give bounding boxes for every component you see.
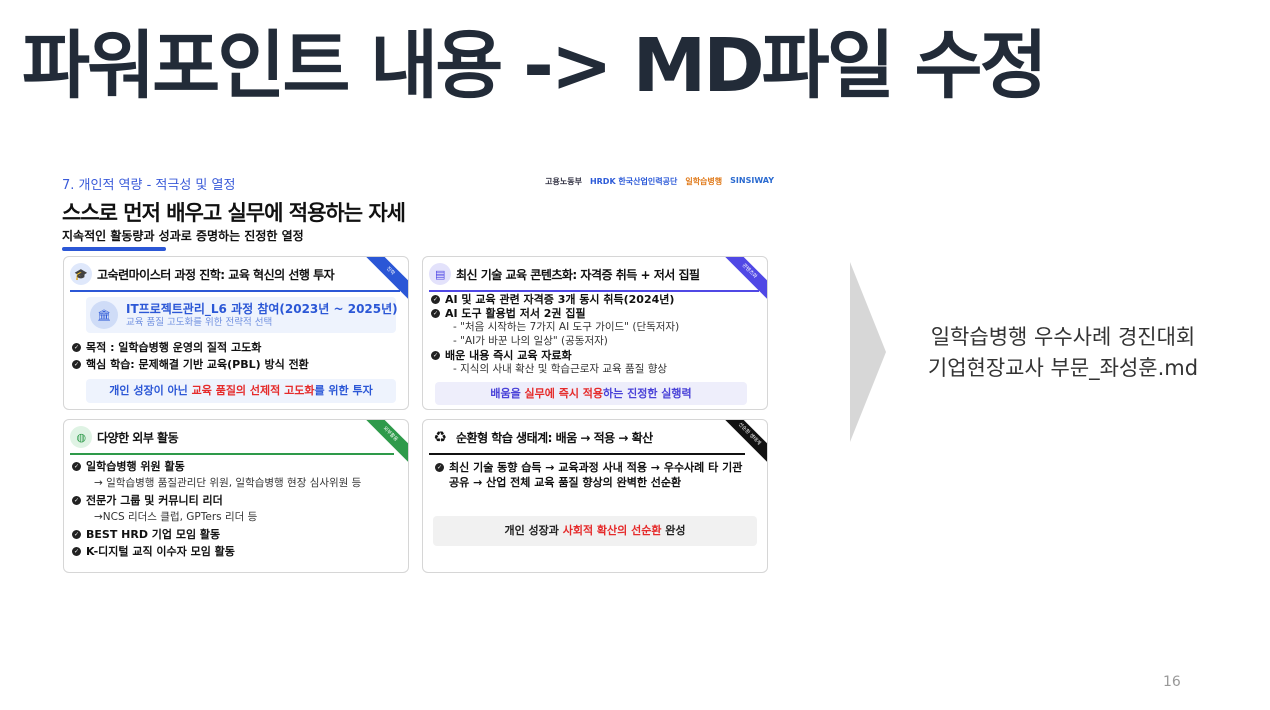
logo-moel: 고용노동부 (545, 177, 582, 186)
list-item: ✓BEST HRD 기업 모임 활동 (72, 528, 221, 541)
list-item: ✓전문가 그룹 및 커뮤니티 리더 (72, 494, 223, 507)
book-icon: ▤ (429, 263, 451, 285)
check-icon: ✓ (431, 295, 440, 304)
underline-accent (62, 247, 166, 251)
check-icon: ✓ (72, 547, 81, 556)
right-arrow-icon (850, 262, 886, 442)
sub-item: → 일학습병행 품질관리단 위원, 일학습병행 현장 심사위원 등 (94, 477, 362, 489)
check-icon: ✓ (72, 462, 81, 471)
recycle-icon: ♻ (433, 428, 447, 446)
list-item: ✓최신 기술 동향 습득 → 교육과정 사내 적용 → 우수사례 타 기관 공유… (435, 461, 743, 489)
page-title: 파워포인트 내용 -> MD파일 수정 (22, 23, 1048, 109)
card-ecosystem: 선순환 생태계 ♻ 순환형 학습 생태계: 배움 → 적용 → 확산 ✓최신 기… (422, 419, 768, 573)
logo-sinsiway: SINSIWAY (730, 176, 774, 185)
list-item: ✓AI 도구 활용법 저서 2권 집필 (431, 307, 586, 320)
logo-work-learning: 일학습병행 (685, 177, 723, 186)
list-item: ✓AI 및 교육 관련 자격증 3개 동시 취득(2024년) (431, 293, 675, 306)
summary-box: 개인 성장이 아닌 교육 품질의 선제적 고도화를 위한 투자 (86, 379, 396, 403)
md-filename: 일학습병행 우수사례 경진대회 기업현장교사 부문_좌성훈.md (927, 325, 1199, 380)
institution-icon: 🏛 (90, 301, 118, 329)
slide-thumbnail: 7. 개인적 역량 - 적극성 및 열정 고용노동부 HRDK 한국산업인력공단… (60, 168, 780, 580)
check-icon: ✓ (435, 463, 444, 472)
sub-item: - "처음 시작하는 7가지 AI 도구 가이드" (단독저자) (453, 321, 680, 333)
page-number: 16 (1163, 674, 1181, 690)
summary-box: 개인 성장과 사회적 확산의 선순환 완성 (433, 516, 757, 546)
check-icon: ✓ (72, 496, 81, 505)
list-item: ✓K-디지털 교직 이수자 모임 활동 (72, 545, 235, 558)
highlight-box: 🏛 IT프로젝트관리_L6 과정 참여(2023년 ~ 2025년) 교육 품질… (86, 297, 398, 333)
sub-item: →NCS 리더스 클럽, GPTers 리더 등 (94, 511, 258, 523)
card-title: ▤ 최신 기술 교육 콘텐츠화: 자격증 취득 + 저서 집필 (429, 263, 759, 292)
graduation-cap-icon: 🎓 (70, 263, 92, 285)
check-icon: ✓ (72, 343, 81, 352)
card-content: 콘텐츠화 ▤ 최신 기술 교육 콘텐츠화: 자격증 취득 + 저서 집필 ✓AI… (422, 256, 768, 410)
list-item: ✓배운 내용 즉시 교육 자료화 (431, 349, 572, 362)
sub-item: - "AI가 바꾼 나의 일상" (공동저자) (453, 335, 608, 347)
card-title: 🎓 고숙련마이스터 과정 진학: 교육 혁신의 선행 투자 (70, 263, 400, 292)
check-icon: ✓ (431, 351, 440, 360)
list-item: ✓핵심 학습: 문제해결 기반 교육(PBL) 방식 전환 (72, 358, 309, 371)
check-icon: ✓ (72, 360, 81, 369)
check-icon: ✓ (431, 309, 440, 318)
globe-icon: ◍ (70, 426, 92, 448)
sub-item: - 지식의 사내 확산 및 학습근로자 교육 품질 향상 (453, 363, 668, 375)
card-title: ♻ 순환형 학습 생태계: 배움 → 적용 → 확산 (429, 426, 745, 455)
card-external: 외부활동 ◍ 다양한 외부 활동 ✓일학습병행 위원 활동 → 일학습병행 품질… (63, 419, 409, 573)
section-label: 7. 개인적 역량 - 적극성 및 열정 (62, 178, 236, 193)
logo-hrdk: HRDK 한국산업인력공단 (589, 177, 678, 186)
list-item: ✓일학습병행 위원 활동 (72, 460, 185, 473)
summary-box: 배움을 실무에 즉시 적용하는 진정한 실행력 (435, 382, 747, 405)
slide-headline: 스스로 먼저 배우고 실무에 적용하는 자세 (62, 201, 406, 225)
card-meister: 진학 🎓 고숙련마이스터 과정 진학: 교육 혁신의 선행 투자 🏛 IT프로젝… (63, 256, 409, 410)
logo-bar: 고용노동부 HRDK 한국산업인력공단 일학습병행 SINSIWAY (545, 176, 774, 187)
card-title: ◍ 다양한 외부 활동 (70, 426, 394, 455)
check-icon: ✓ (72, 530, 81, 539)
slide-subheadline: 지속적인 활동량과 성과로 증명하는 진정한 열정 (62, 229, 304, 243)
list-item: ✓목적 : 일학습병행 운영의 질적 고도화 (72, 341, 262, 354)
